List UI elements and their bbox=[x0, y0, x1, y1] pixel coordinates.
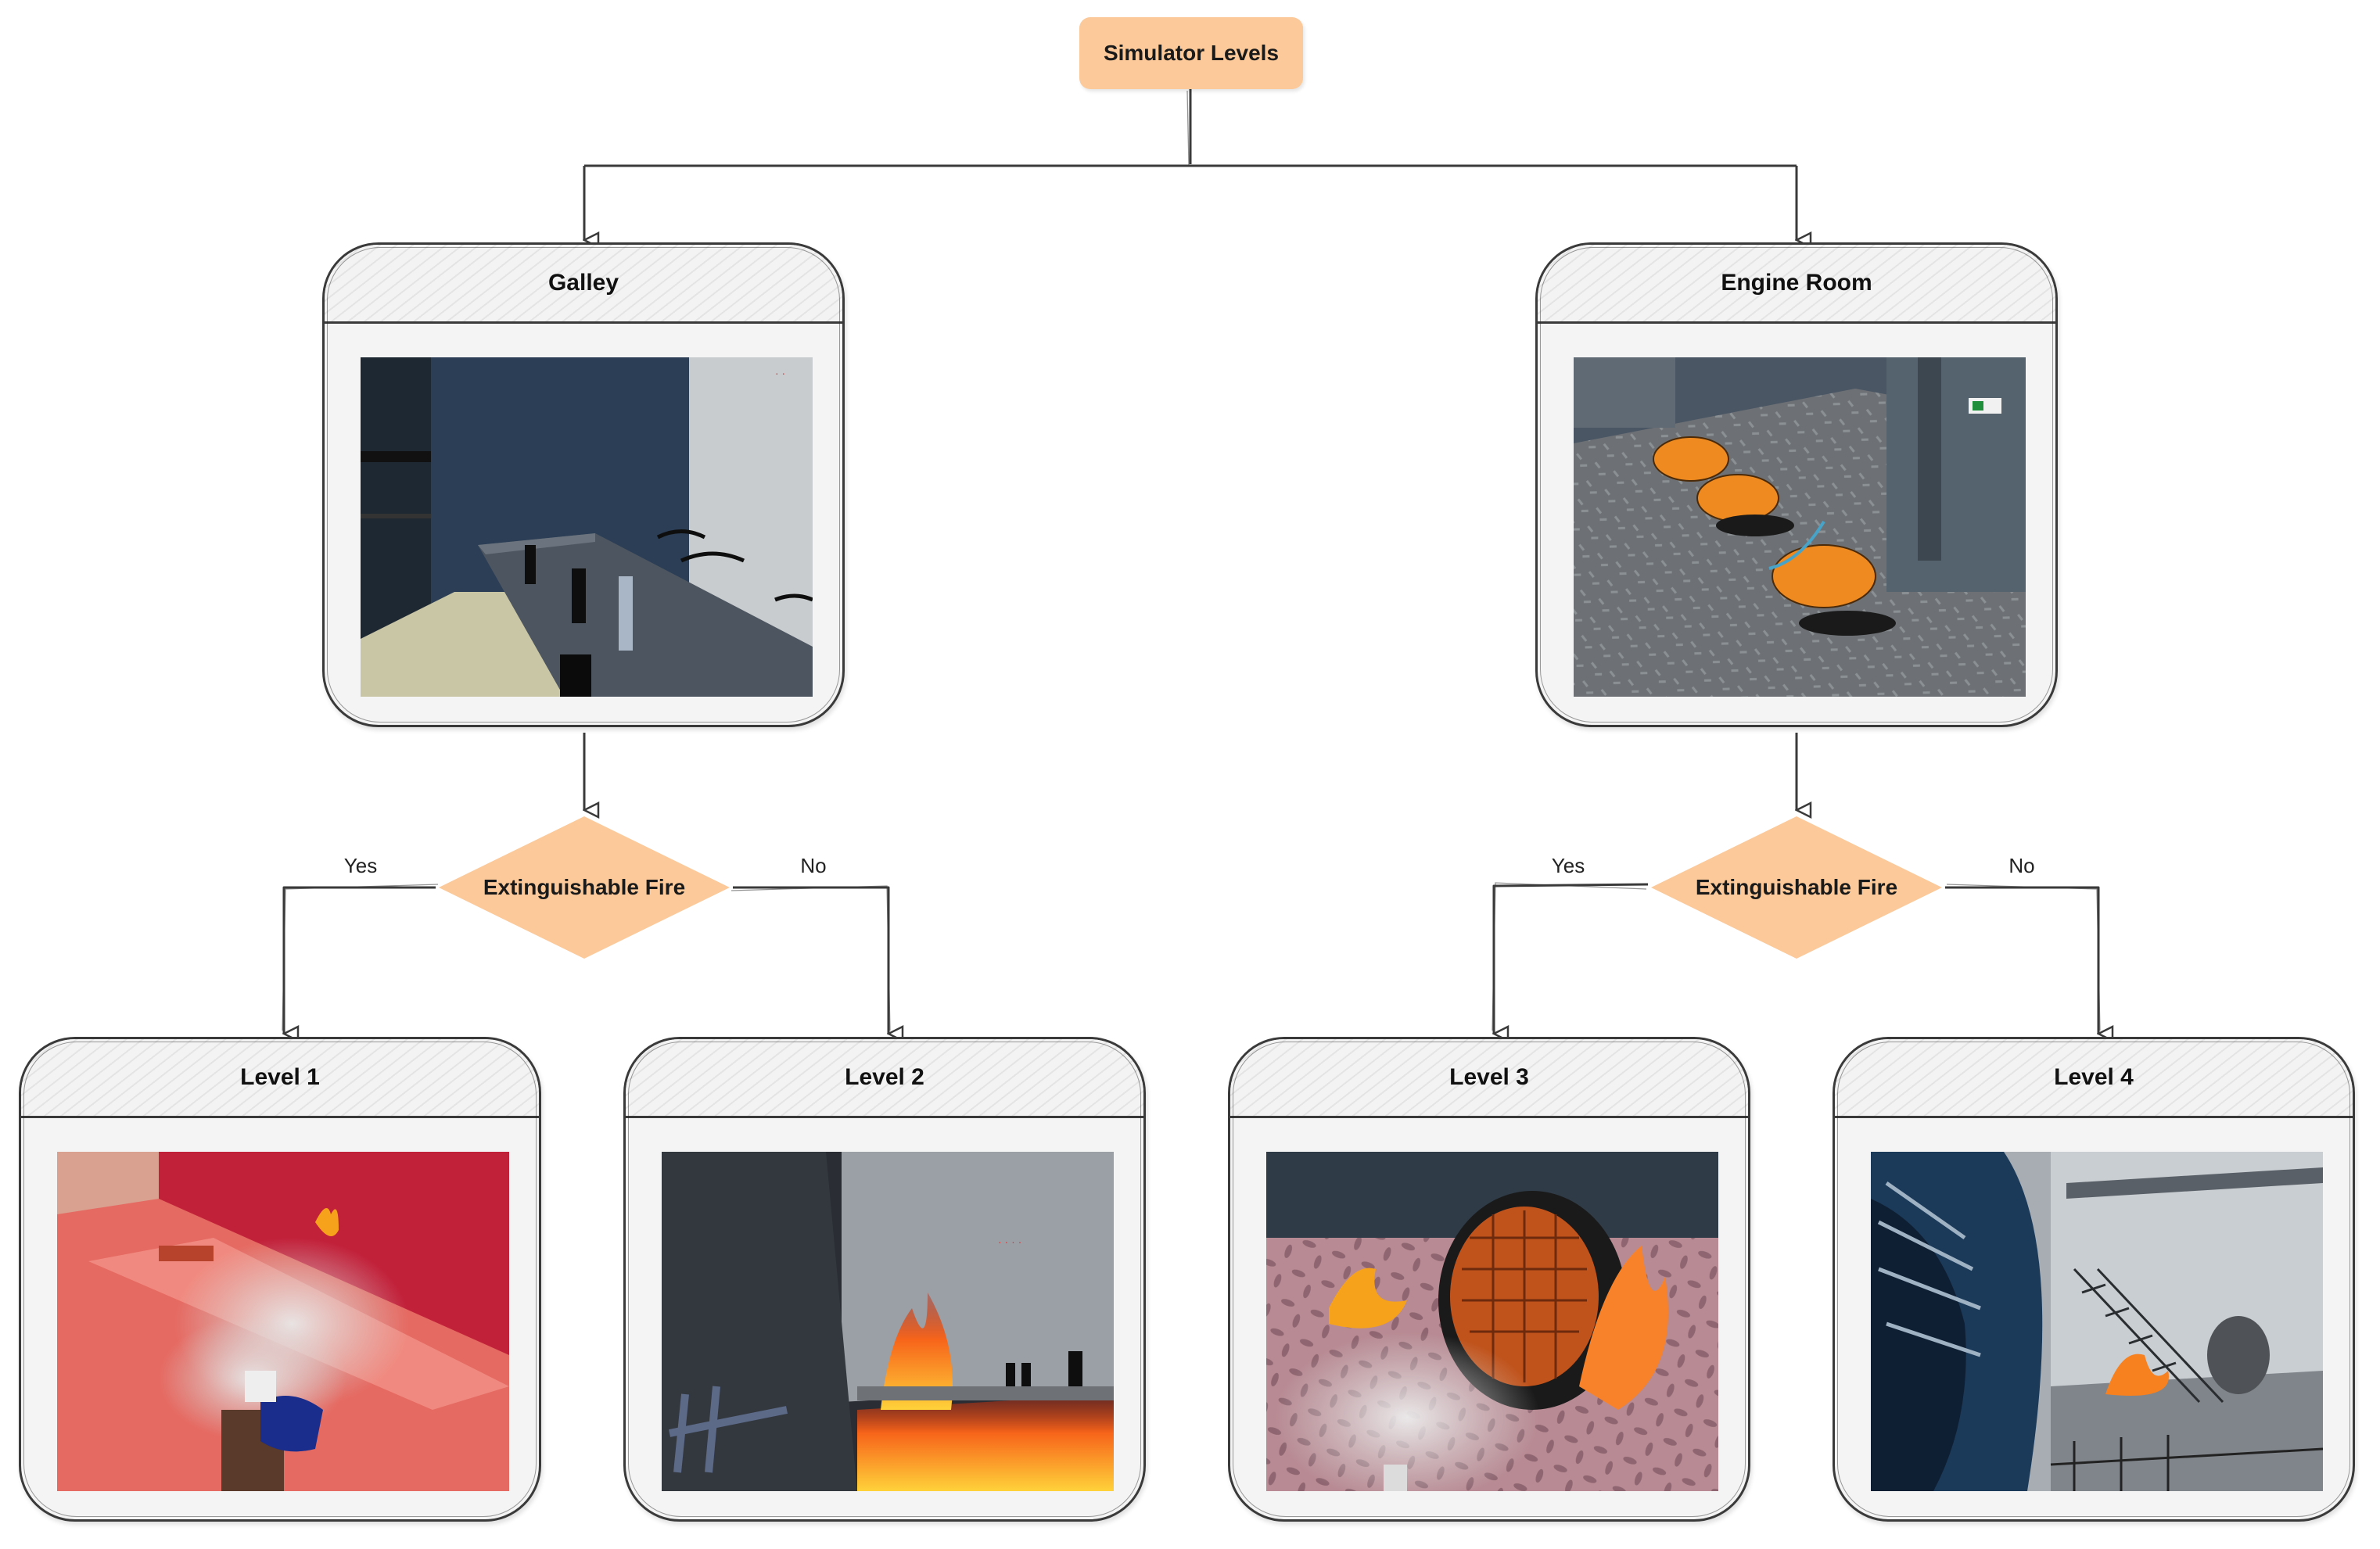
level-4-scene-image bbox=[1871, 1152, 2323, 1491]
level-4-card-header: Level 4 bbox=[1835, 1039, 2353, 1118]
svg-text:· ·: · · bbox=[775, 367, 785, 379]
level-1-scene-image bbox=[57, 1152, 509, 1491]
galley-decision-label: Extinguishable Fire bbox=[483, 875, 686, 899]
engine-room-title: Engine Room bbox=[1721, 270, 1872, 296]
level-2-title: Level 2 bbox=[845, 1064, 924, 1090]
level-3-title: Level 3 bbox=[1449, 1064, 1529, 1090]
svg-text:· · · ·: · · · · bbox=[998, 1235, 1021, 1248]
engine-room-decision: Extinguishable Fire bbox=[1648, 813, 1945, 962]
engine-room-card-header: Engine Room bbox=[1538, 245, 2055, 324]
level-3-card-header: Level 3 bbox=[1230, 1039, 1748, 1118]
root-label: Simulator Levels bbox=[1103, 41, 1280, 65]
edge-galley-no bbox=[733, 886, 888, 1034]
level-4-card: Level 4 bbox=[1833, 1037, 2355, 1522]
engine-room-no-label: No bbox=[2008, 854, 2035, 877]
level-2-card-header: Level 2 bbox=[626, 1039, 1143, 1118]
level-1-card-header: Level 1 bbox=[21, 1039, 539, 1118]
edge-engine-yes bbox=[1494, 883, 1649, 1034]
level-1-card: Level 1 bbox=[19, 1037, 541, 1522]
galley-decision-shape bbox=[439, 816, 730, 959]
level-2-card: Level 2 bbox=[623, 1037, 1146, 1522]
engine-room-decision-shape bbox=[1651, 816, 1942, 959]
level-4-title: Level 4 bbox=[2054, 1064, 2134, 1090]
level-3-card: Level 3 bbox=[1228, 1037, 1750, 1522]
root-node: Simulator Levels bbox=[1079, 17, 1303, 89]
galley-card: Galley bbox=[322, 242, 845, 727]
galley-decision: Extinguishable Fire bbox=[436, 813, 733, 962]
edge-galley-yes bbox=[284, 886, 436, 1034]
level-1-title: Level 1 bbox=[240, 1064, 320, 1090]
engine-room-card: Engine Room bbox=[1535, 242, 2058, 727]
engine-room-scene-image bbox=[1574, 357, 2026, 697]
galley-title: Galley bbox=[547, 270, 619, 296]
galley-no-label: No bbox=[800, 854, 827, 877]
engine-room-decision-label: Extinguishable Fire bbox=[1695, 875, 1898, 899]
level-2-scene-image: · · · · bbox=[662, 1152, 1114, 1491]
galley-yes-label: Yes bbox=[343, 854, 378, 877]
edge-engine-no bbox=[1945, 886, 2098, 1034]
galley-scene-image: · · bbox=[361, 357, 813, 697]
engine-room-yes-label: Yes bbox=[1551, 854, 1585, 877]
level-3-scene-image bbox=[1266, 1152, 1718, 1491]
galley-card-header: Galley bbox=[325, 245, 842, 324]
